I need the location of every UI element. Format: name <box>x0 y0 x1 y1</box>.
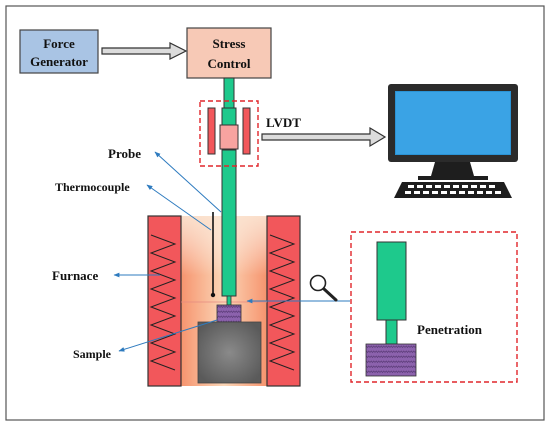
magnifying-glass-icon <box>309 274 338 302</box>
force-generator-label-line2: Generator <box>30 54 88 69</box>
penetration-detail <box>350 231 518 383</box>
stress-control-label-line2: Control <box>207 56 250 71</box>
annotation-lines <box>113 151 350 352</box>
lvdt-to-computer-arrow <box>261 126 387 148</box>
thermocouple-pointer <box>146 184 212 231</box>
stress-control-label-line1: Stress <box>213 36 246 51</box>
lvdt-label: LVDT <box>266 115 301 130</box>
thermocouple-label: Thermocouple <box>55 180 130 194</box>
sample <box>216 304 242 323</box>
probe-pointer <box>154 151 222 213</box>
stress-control-box: Stress Control <box>186 27 272 79</box>
probe-label: Probe <box>108 146 141 161</box>
furnace-left-wall <box>147 215 182 387</box>
computer-monitor-icon <box>388 84 518 198</box>
sample-label: Sample <box>73 347 112 361</box>
force-generator-box: Force Generator <box>19 29 99 74</box>
force-generator-label-line1: Force <box>43 36 75 51</box>
force-to-stress-arrow <box>101 42 188 60</box>
sample-pointer <box>118 319 218 352</box>
thermocouple-wire <box>210 212 216 298</box>
penetration-label: Penetration <box>417 322 483 337</box>
furnace-label: Furnace <box>52 268 98 283</box>
lvdt-sensor <box>199 100 259 167</box>
support-block <box>197 321 262 384</box>
